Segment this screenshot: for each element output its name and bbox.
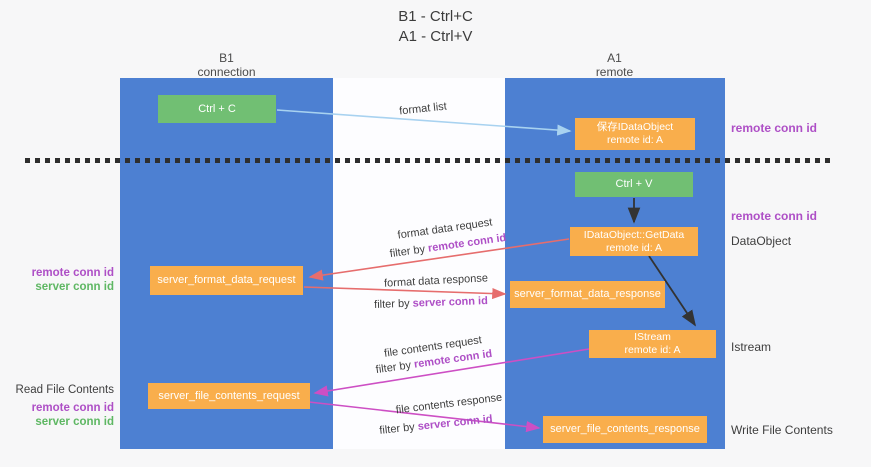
filter-by-text: filter by — [373, 297, 410, 311]
title-line-2: A1 - Ctrl+V — [398, 28, 473, 45]
left-remote-conn-id-top: remote conn id — [31, 267, 114, 279]
left-server-conn-id-top: server conn id — [35, 281, 114, 293]
diagram-title: B1 - Ctrl+C A1 - Ctrl+V — [0, 7, 871, 47]
lane-a1-title: A1 — [607, 51, 622, 65]
node-istream: IStream remote id: A — [589, 330, 716, 358]
left-remote-conn-id-bottom: remote conn id — [31, 402, 114, 414]
lane-header-a1: A1 remote — [548, 51, 681, 79]
read-file-contents-label: Read File Contents — [15, 384, 114, 396]
server-format-data-request-label: server_format_data_request — [157, 274, 296, 286]
left-conn-id-stack-top: remote conn id server conn id — [0, 266, 114, 294]
node-ctrl-v: Ctrl + V — [575, 172, 693, 197]
session-divider-dashed-line — [25, 158, 831, 163]
node-ctrl-c: Ctrl + C — [158, 95, 276, 123]
node-server-format-data-response: server_format_data_response — [510, 281, 665, 308]
ctrl-v-label: Ctrl + V — [615, 178, 653, 190]
node-save-idataobject: 保存IDataObject remote id: A — [575, 118, 695, 150]
right-remote-conn-id-mid: remote conn id — [731, 209, 818, 223]
save-idataobject-line2: remote id: A — [606, 134, 664, 146]
dataobject-label: DataObject — [731, 234, 792, 248]
node-server-file-contents-request: server_file_contents_request — [148, 383, 310, 409]
write-file-contents-label: Write File Contents — [731, 423, 833, 437]
lane-header-b1: B1 connection — [160, 51, 293, 79]
istream-line2: remote id: A — [624, 344, 681, 356]
getdata-line2: remote id: A — [605, 241, 663, 254]
title-line-1: B1 - Ctrl+C — [398, 8, 473, 25]
left-server-conn-id-bottom: server conn id — [35, 416, 114, 428]
server-format-data-response-label: server_format_data_response — [514, 288, 661, 300]
left-conn-id-stack-bottom: Read File Contents remote conn id server… — [0, 383, 114, 429]
istream-side-label: Istream — [731, 340, 772, 354]
server-file-contents-response-label: server_file_contents_response — [550, 423, 700, 435]
istream-line1: IStream — [634, 331, 671, 343]
lane-a1-subtitle: remote — [595, 65, 634, 79]
right-remote-conn-id-top: remote conn id — [731, 121, 818, 135]
node-server-format-data-request: server_format_data_request — [150, 266, 303, 295]
getdata-line1: IDataObject::GetData — [583, 228, 685, 241]
save-idataobject-line1: 保存IDataObject — [596, 121, 674, 133]
lane-b1-subtitle: connection — [197, 65, 256, 79]
ctrl-c-label: Ctrl + C — [198, 102, 236, 115]
server-file-contents-request-label: server_file_contents_request — [158, 389, 300, 402]
node-server-file-contents-response: server_file_contents_response — [543, 416, 707, 443]
lane-b1-title: B1 — [219, 51, 234, 65]
node-idataobject-getdata: IDataObject::GetData remote id: A — [570, 227, 698, 256]
